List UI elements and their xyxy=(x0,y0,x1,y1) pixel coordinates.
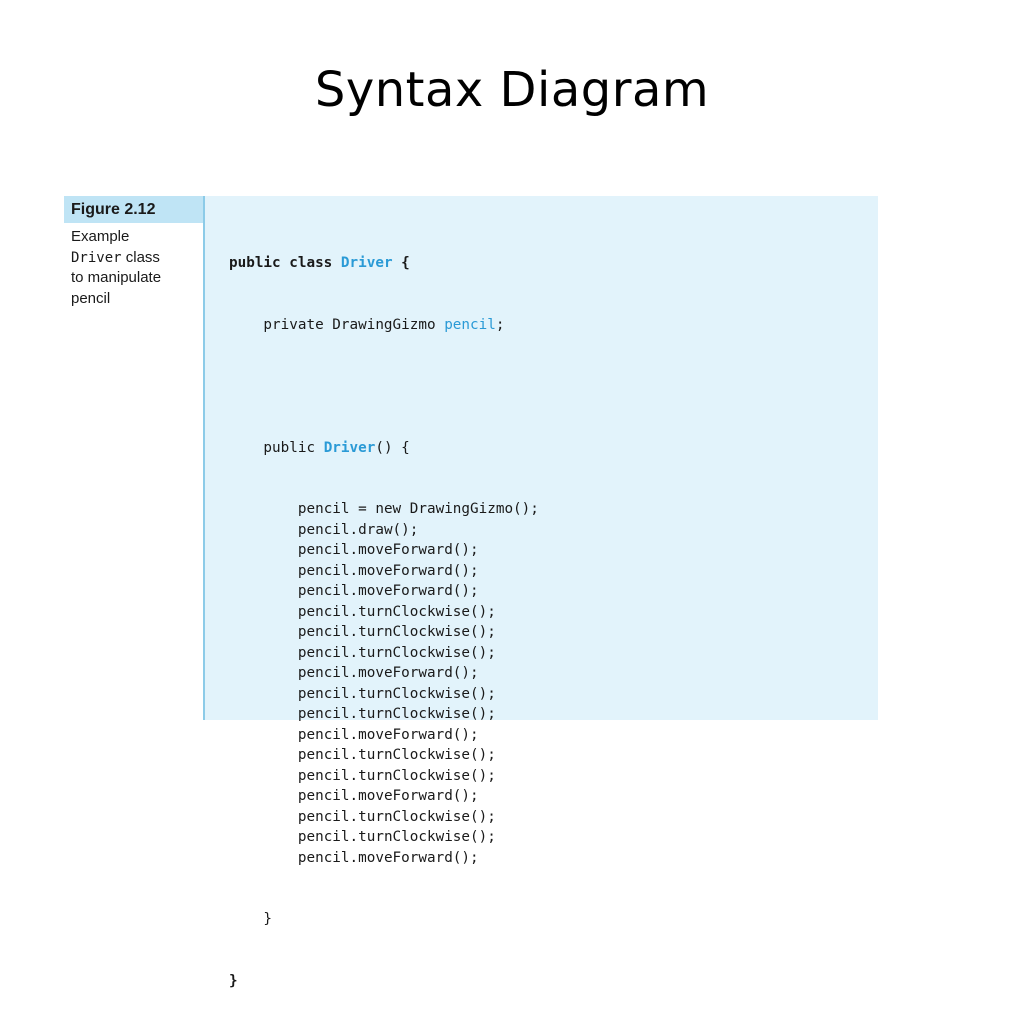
code-keyword: public class xyxy=(229,255,341,271)
code-statement: pencil.turnClockwise(); xyxy=(297,624,496,640)
figure-desc-line-2-rest: class xyxy=(121,248,160,266)
code-line-statement: pencil.turnClockwise(); xyxy=(229,766,539,787)
code-statement: pencil.turnClockwise(); xyxy=(297,767,496,784)
code-indent xyxy=(229,624,298,640)
code-indent xyxy=(229,809,298,825)
code-statement: pencil.turnClockwise(); xyxy=(297,747,496,763)
figure-desc-line-1: Example xyxy=(71,228,130,245)
code-text: private DrawingGizmo xyxy=(229,316,445,333)
code-statement: pencil.turnClockwise(); xyxy=(297,644,496,661)
code-indent xyxy=(229,727,298,743)
code-indent xyxy=(229,604,298,620)
code-statement: pencil.moveForward(); xyxy=(297,849,479,866)
code-line-statement: pencil.moveForward(); xyxy=(229,725,539,746)
code-indent xyxy=(229,768,298,784)
code-block: public class Driver { private DrawingGiz… xyxy=(229,212,539,1032)
code-line-statement: pencil.moveForward(); xyxy=(229,540,539,561)
figure-label: Figure 2.12 xyxy=(64,196,204,223)
code-line-close-outer: } xyxy=(229,972,238,989)
figure-caption: Figure 2.12 Example Driver class to mani… xyxy=(64,196,204,309)
code-indent xyxy=(229,829,298,845)
code-statement: pencil.turnClockwise(); xyxy=(297,808,496,825)
code-line-statement: pencil.turnClockwise(); xyxy=(229,622,539,643)
code-indent xyxy=(229,542,298,558)
code-line-statement: pencil.moveForward(); xyxy=(229,561,539,582)
code-indent xyxy=(229,706,298,722)
code-constructor-name: Driver xyxy=(323,439,376,456)
code-line-close-inner: } xyxy=(229,911,273,927)
code-statement: pencil.moveForward(); xyxy=(297,788,479,804)
code-indent xyxy=(229,788,298,804)
code-indent xyxy=(229,583,298,599)
code-statement: pencil.moveForward(); xyxy=(297,542,479,558)
code-indent xyxy=(229,522,298,538)
code-text: public xyxy=(229,439,324,456)
code-statement: pencil.turnClockwise(); xyxy=(297,603,496,620)
code-brace: { xyxy=(392,255,410,271)
code-statement: pencil.moveForward(); xyxy=(297,665,479,681)
code-line-statement: pencil.turnClockwise(); xyxy=(229,643,539,664)
code-line-statement: pencil.draw(); xyxy=(229,520,539,541)
code-statement: pencil = new DrawingGizmo(); xyxy=(297,501,539,517)
code-line-statement: pencil.turnClockwise(); xyxy=(229,807,539,828)
code-field-name: pencil xyxy=(444,316,496,333)
code-statement: pencil.moveForward(); xyxy=(297,726,479,743)
code-indent xyxy=(229,686,298,702)
code-class-name: Driver xyxy=(340,255,393,271)
code-indent xyxy=(229,747,298,763)
code-statement: pencil.turnClockwise(); xyxy=(297,829,496,845)
slide-title: Syntax Diagram xyxy=(314,62,710,118)
code-text: () { xyxy=(375,439,410,456)
figure-desc-line-3: to manipulate xyxy=(71,269,162,286)
code-line-statement: pencil.moveForward(); xyxy=(229,581,539,602)
code-line-statement: pencil.turnClockwise(); xyxy=(229,602,539,623)
code-line-field-decl: private DrawingGizmo pencil; xyxy=(229,315,539,336)
code-statement: pencil.moveForward(); xyxy=(297,583,479,599)
code-statement: pencil.draw(); xyxy=(297,521,419,538)
code-indent xyxy=(229,665,298,681)
code-line-statement: pencil.turnClockwise(); xyxy=(229,704,539,725)
code-body: pencil = new DrawingGizmo(); pencil.draw… xyxy=(229,499,539,868)
code-line-constructor-decl: public Driver() { xyxy=(229,438,539,459)
code-line-statement: pencil.moveForward(); xyxy=(229,786,539,807)
code-indent xyxy=(229,563,298,579)
code-line-statement: pencil.moveForward(); xyxy=(229,848,539,869)
code-line-statement: pencil = new DrawingGizmo(); xyxy=(229,499,539,520)
code-statement: pencil.turnClockwise(); xyxy=(297,685,496,702)
code-line-statement: pencil.turnClockwise(); xyxy=(229,745,539,766)
code-line-statement: pencil.turnClockwise(); xyxy=(229,684,539,705)
figure-desc-code: Driver xyxy=(71,249,122,266)
figure-desc-line-2: Driver class xyxy=(71,248,204,269)
code-text: ; xyxy=(495,316,505,333)
code-indent xyxy=(229,645,298,661)
code-panel: public class Driver { private DrawingGiz… xyxy=(203,196,878,989)
code-line-class-decl: public class Driver { xyxy=(229,253,539,274)
code-statement: pencil.moveForward(); xyxy=(297,562,479,579)
figure-desc-line-4: pencil xyxy=(71,289,111,307)
code-line-blank xyxy=(229,376,539,397)
code-statement: pencil.turnClockwise(); xyxy=(297,706,496,722)
code-line-statement: pencil.moveForward(); xyxy=(229,663,539,684)
code-indent xyxy=(229,501,298,517)
code-line-statement: pencil.turnClockwise(); xyxy=(229,827,539,848)
figure-description: Example Driver class to manipulate penci… xyxy=(64,223,204,309)
code-indent xyxy=(229,850,298,866)
